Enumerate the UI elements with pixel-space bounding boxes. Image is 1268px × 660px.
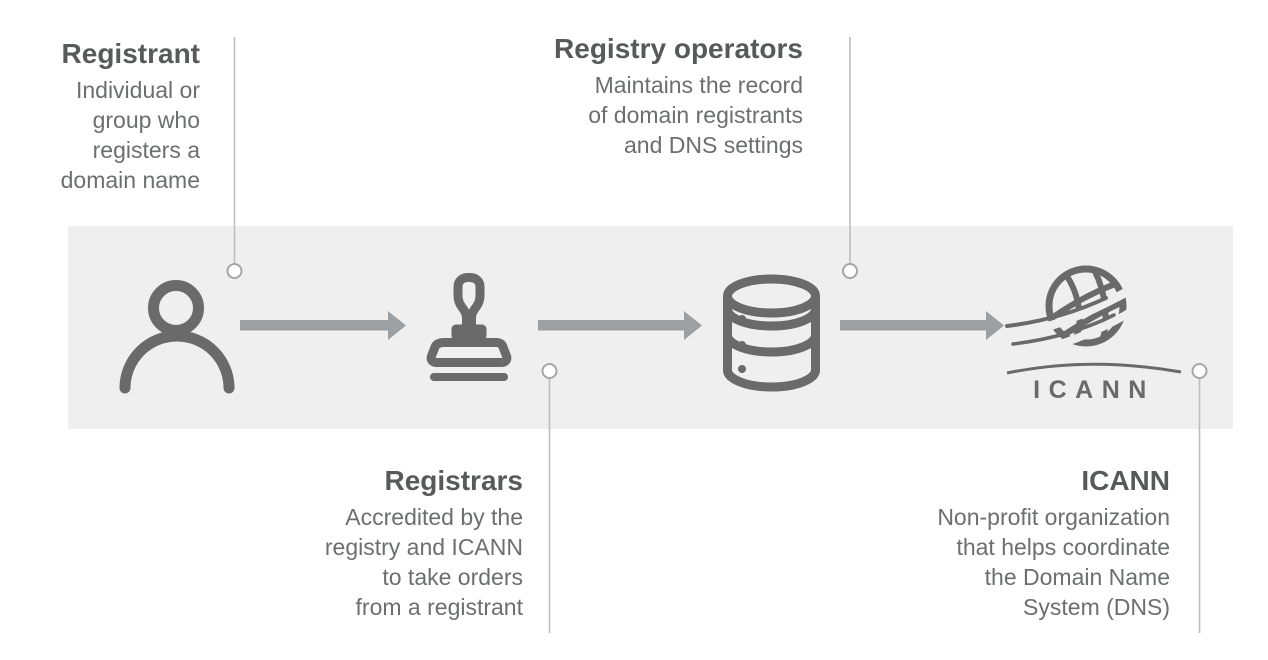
person-icon bbox=[119, 280, 235, 394]
description-line: Maintains the record bbox=[594, 72, 803, 98]
label-registrant: Registrant Individual or group who regis… bbox=[18, 38, 200, 195]
description-line: the Domain Name bbox=[984, 564, 1170, 590]
logo-underline-swoosh bbox=[1006, 362, 1182, 375]
node-title-registrant: Registrant bbox=[61, 38, 200, 69]
database-icon bbox=[723, 274, 820, 392]
stamp-icon bbox=[426, 273, 512, 381]
globe-outline bbox=[1045, 265, 1127, 347]
description-line: from a registrant bbox=[355, 594, 523, 620]
node-title-registry-operators: Registry operators bbox=[554, 33, 803, 64]
description-line: System (DNS) bbox=[1023, 594, 1170, 620]
label-icann: ICANN Non-profit organization that helps… bbox=[890, 465, 1170, 622]
arrow-right-icon bbox=[840, 311, 1004, 340]
description-line: to take orders bbox=[382, 564, 523, 590]
arrow-right-icon bbox=[538, 311, 702, 340]
label-registry-operators: Registry operators Maintains the record … bbox=[500, 33, 803, 160]
arrow-right-icon bbox=[240, 311, 406, 340]
connector-icann bbox=[1191, 363, 1208, 633]
description-line: group who bbox=[92, 107, 200, 133]
label-registrars: Registrars Accredited by the registry an… bbox=[270, 465, 523, 622]
globe-swoosh bbox=[1005, 285, 1139, 354]
description-line: of domain registrants bbox=[588, 102, 803, 128]
description-line: Individual or bbox=[75, 77, 200, 103]
connector-registrars bbox=[541, 363, 558, 633]
connector-registry-operators bbox=[842, 37, 858, 279]
description-line: domain name bbox=[60, 167, 200, 193]
description-line: Non-profit organization bbox=[937, 504, 1170, 530]
icann-logo-text: ICANN bbox=[1033, 376, 1155, 404]
node-title-registrars: Registrars bbox=[384, 465, 523, 496]
description-line: registry and ICANN bbox=[324, 534, 523, 560]
icann-globe-logo: ICANN bbox=[1005, 265, 1182, 404]
description-line: that helps coordinate bbox=[956, 534, 1170, 560]
description-line: and DNS settings bbox=[624, 132, 803, 158]
description-line: registers a bbox=[92, 137, 200, 163]
connector-registrant bbox=[226, 37, 243, 279]
node-title-icann: ICANN bbox=[1081, 465, 1170, 496]
description-line: Accredited by the bbox=[345, 504, 523, 530]
